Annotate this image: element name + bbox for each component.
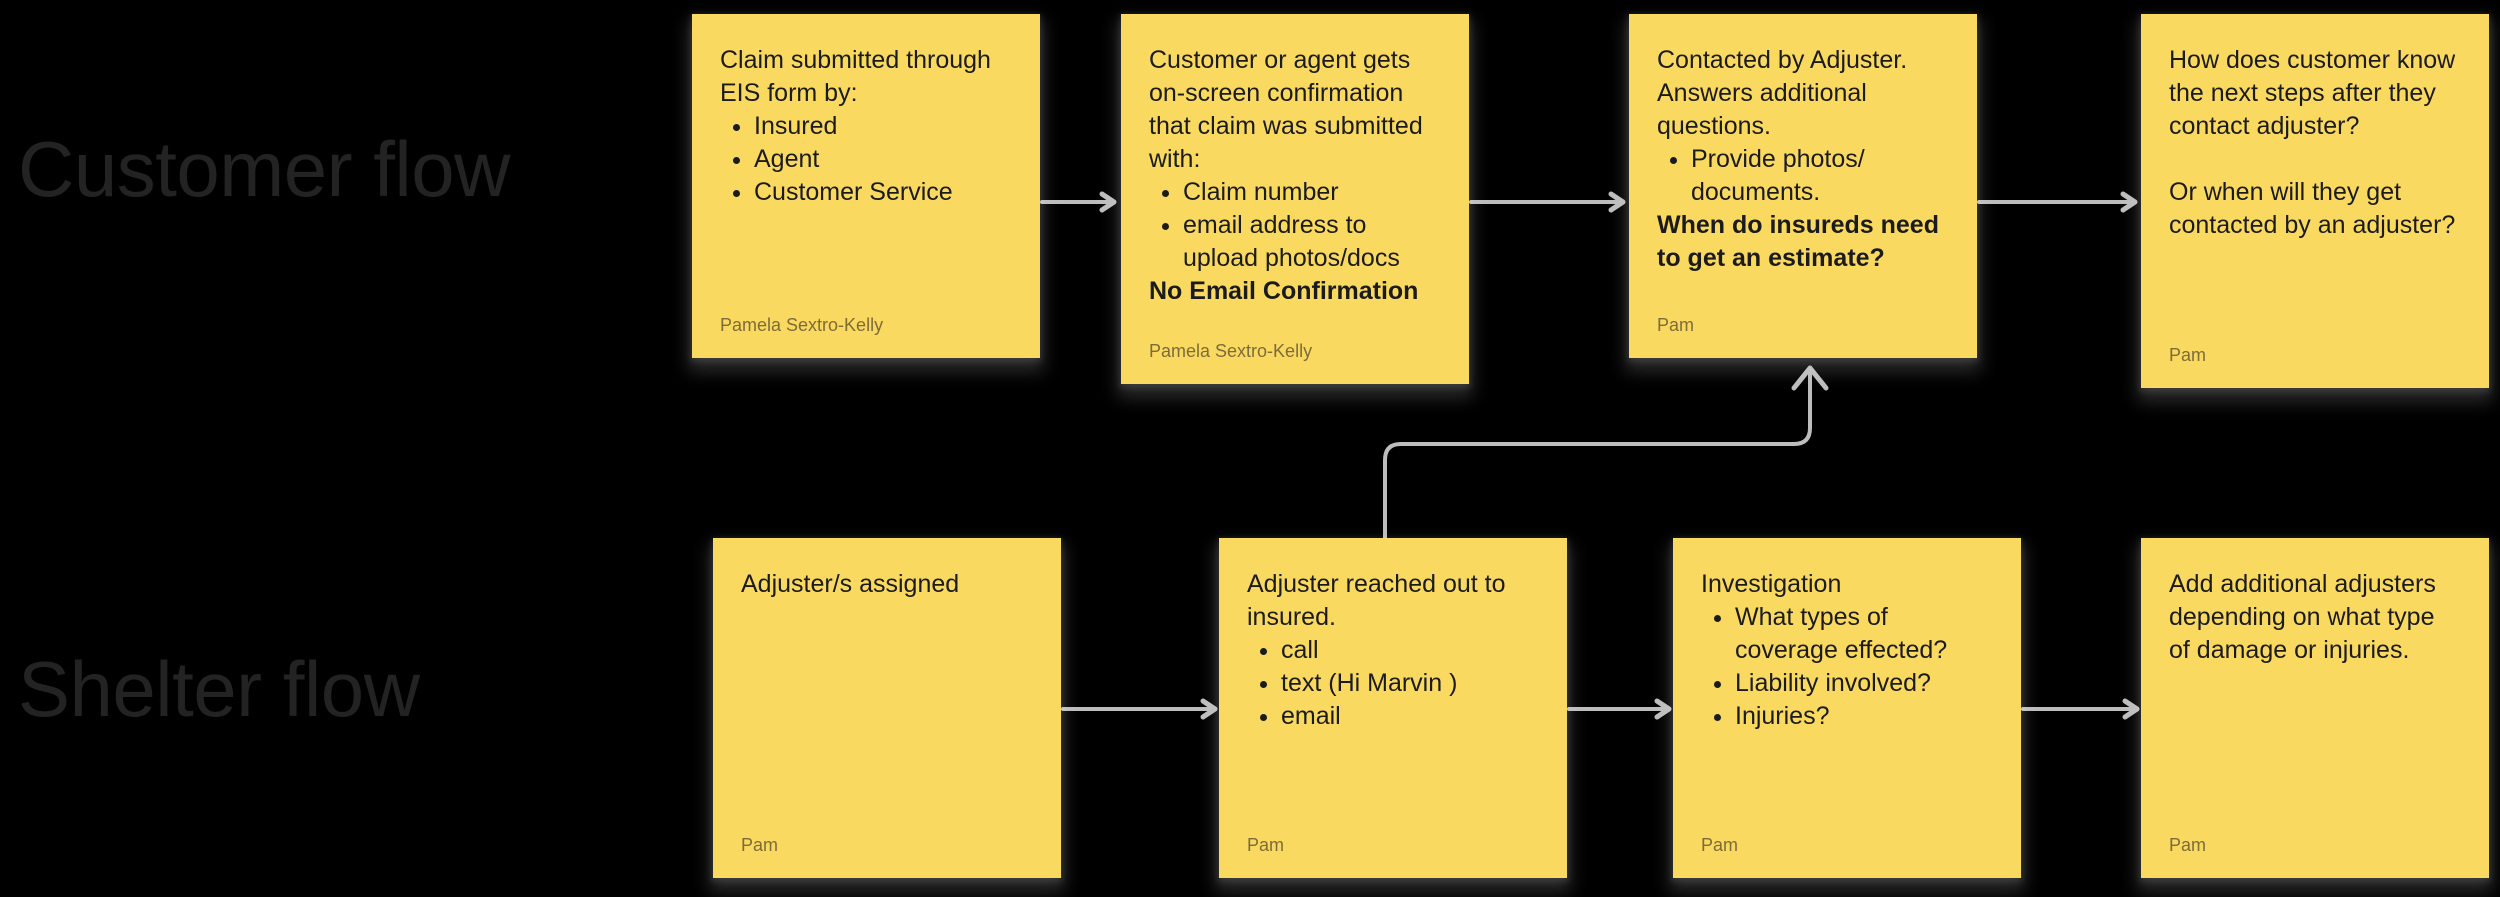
note-bullet: Customer Service [754,176,1012,209]
sticky-note-author: Pam [1657,315,1695,335]
connector-reached-out-to-investigation[interactable] [1567,698,1677,720]
sticky-note-adjuster-reached-out[interactable]: Adjuster reached out to insured. call te… [1219,538,1567,878]
sticky-note-onscreen-confirmation[interactable]: Customer or agent gets on-screen confirm… [1121,14,1469,384]
note-line: Claim submitted through [720,46,991,74]
note-paragraph: How does customer know the next steps af… [2169,46,2456,140]
note-line: EIS form by: [720,79,858,107]
sticky-note-author: Pam [741,835,779,855]
sticky-note-author: Pam [2169,835,2207,855]
note-bullet: call [1281,634,1539,667]
sticky-note-body: Add additional adjusters depending on wh… [2169,568,2461,834]
note-line: insured. [1247,603,1336,631]
lane-label-customer-flow: Customer flow [18,125,510,213]
sticky-note-body: Contacted by Adjuster. Answers additiona… [1657,44,1949,314]
sticky-note-add-additional-adjusters[interactable]: Add additional adjusters depending on wh… [2141,538,2489,878]
note-bullet-list: Provide photos/ documents. [1657,143,1949,209]
note-bullet: Agent [754,143,1012,176]
note-line: Answers additional [1657,79,1867,107]
note-line: Add additional adjusters depending on wh… [2169,570,2436,664]
note-line: questions. [1657,112,1771,140]
note-bullet-list: Claim number email address to upload pho… [1149,176,1441,275]
sticky-note-body: Adjuster reached out to insured. call te… [1247,568,1539,834]
connector-contacted-adjuster-to-next-steps[interactable] [1977,191,2143,213]
sticky-note-body: Adjuster/s assigned [741,568,1033,834]
connector-claim-submitted-to-onscreen-confirm[interactable] [1040,191,1122,213]
note-line: Customer or agent gets [1149,46,1411,74]
note-bullet: email address to upload photos/docs [1183,209,1441,275]
sticky-note-next-steps-question[interactable]: How does customer know the next steps af… [2141,14,2489,388]
note-line: Adjuster reached out to [1247,570,1506,598]
sticky-note-claim-submitted[interactable]: Claim submitted through EIS form by: Ins… [692,14,1040,358]
sticky-note-author: Pam [1701,835,1739,855]
sticky-note-body: Claim submitted through EIS form by: Ins… [720,44,1012,314]
sticky-note-investigation[interactable]: Investigation What types of coverage eff… [1673,538,2021,878]
note-line: Contacted by Adjuster. [1657,46,1908,74]
sticky-note-author: Pamela Sextro-Kelly [1149,341,1313,361]
note-line: Investigation [1701,570,1842,598]
note-bullet: Claim number [1183,176,1441,209]
note-bold-line: When do insureds need to get an estimate… [1657,211,1939,272]
sticky-note-author: Pam [2169,345,2207,365]
connector-adjusters-assigned-to-reached-out[interactable] [1061,698,1223,720]
note-line: that claim was submitted [1149,112,1423,140]
note-bullet: Liability involved? [1735,667,1993,700]
connector-investigation-to-add-adjusters[interactable] [2021,698,2145,720]
note-bullet-list: What types of coverage effected? Liabili… [1701,601,1993,733]
sticky-note-author: Pam [1247,835,1285,855]
note-bullet: Provide photos/ documents. [1691,143,1949,209]
lane-label-shelter-flow: Shelter flow [18,645,420,733]
sticky-note-body: How does customer know the next steps af… [2169,44,2461,344]
sticky-note-adjusters-assigned[interactable]: Adjuster/s assigned Pam [713,538,1061,878]
sticky-note-body: Investigation What types of coverage eff… [1701,568,1993,834]
sticky-note-contacted-by-adjuster[interactable]: Contacted by Adjuster. Answers additiona… [1629,14,1977,358]
note-line: on-screen confirmation [1149,79,1404,107]
connector-onscreen-confirm-to-contacted-adjuster[interactable] [1469,191,1631,213]
note-bullet: email [1281,700,1539,733]
note-bullet: text (Hi Marvin ) [1281,667,1539,700]
note-bullet-list: call text (Hi Marvin ) email [1247,634,1539,733]
note-bullet: Injuries? [1735,700,1993,733]
note-line: with: [1149,145,1201,173]
note-bullet: What types of coverage effected? [1735,601,1993,667]
note-bullet: Insured [754,110,1012,143]
note-paragraph: Or when will they get contacted by an ad… [2169,178,2456,239]
note-line: Adjuster/s assigned [741,570,960,598]
sticky-note-author: Pamela Sextro-Kelly [720,315,884,335]
sticky-note-body: Customer or agent gets on-screen confirm… [1149,44,1441,340]
note-bullet-list: Insured Agent Customer Service [720,110,1012,209]
note-bold-line: No Email Confirmation [1149,277,1419,305]
